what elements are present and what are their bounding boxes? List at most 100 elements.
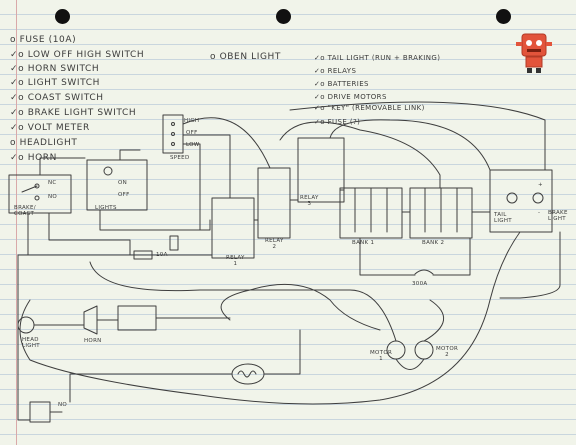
wire xyxy=(329,119,491,171)
checklist-item: ✓o DRIVE MOTORS xyxy=(314,93,387,101)
horn-switch-icon xyxy=(117,305,157,331)
switch-contact-icon xyxy=(171,122,175,126)
wire xyxy=(423,299,445,342)
item-text: COAST SWITCH xyxy=(27,93,104,103)
wire xyxy=(279,121,441,189)
brake-light-icon xyxy=(532,192,544,204)
checklist-item: ✓o RELAYS xyxy=(314,67,356,75)
switch-contact-icon xyxy=(171,132,175,136)
light-switch-icon xyxy=(86,159,148,211)
checklist-item: ✓o VOLT METER xyxy=(10,123,90,133)
wire xyxy=(182,134,231,199)
speed-switch-icon xyxy=(162,114,184,154)
checklist-item: o FUSE (10A) xyxy=(10,35,76,45)
wire xyxy=(220,283,381,331)
wire xyxy=(39,149,141,176)
bank-2-label: BANK 2 xyxy=(422,240,445,246)
check-mark: ✓o xyxy=(10,93,25,103)
off-label: OFF xyxy=(118,192,130,198)
tail-light-label: TAIL LIGHT xyxy=(494,212,512,224)
checklist-item: ✓o LIGHT SWITCH xyxy=(10,78,100,88)
on-label: ON xyxy=(118,180,128,186)
relay-1-label: RELAY 1 xyxy=(226,255,245,267)
wire xyxy=(89,261,397,342)
circuit-components xyxy=(8,114,553,423)
item-text: BRAKE LIGHT SWITCH xyxy=(27,108,137,118)
brake-coast-label: BRAKE/ COAST xyxy=(14,205,36,217)
motor-1-label: MOTOR 1 xyxy=(370,350,393,362)
no-label: NO xyxy=(48,194,58,200)
head-light-label: HEAD LIGHT xyxy=(22,337,40,349)
key-switch-icon xyxy=(29,401,51,423)
horn-label: HORN xyxy=(84,338,102,344)
wires xyxy=(17,101,561,421)
volt-meter-icon xyxy=(169,235,179,251)
fuse-10a-label: 10A xyxy=(156,252,168,258)
minus-label: - xyxy=(538,210,541,216)
wire xyxy=(17,254,213,421)
battery-cells-icon xyxy=(424,187,458,233)
check-mark: ✓o xyxy=(10,64,25,74)
check-mark: o xyxy=(10,138,17,148)
item-text: OBEN LIGHT xyxy=(219,52,282,62)
wire xyxy=(359,237,471,276)
tail-light-panel-icon xyxy=(489,169,553,233)
switch-contact-icon xyxy=(34,183,40,189)
wire xyxy=(69,329,301,403)
motor-2-label: MOTOR 2 xyxy=(436,346,459,358)
item-text: BATTERIES xyxy=(327,80,369,88)
check-mark: ✓o xyxy=(10,50,25,60)
speed-high-label: HIGH xyxy=(184,118,200,124)
check-mark: ✓o xyxy=(314,54,325,62)
relay-3-label: RELAY 3 xyxy=(300,195,319,207)
switch-contact-icon xyxy=(171,142,175,146)
relay-2-label: RELAY 2 xyxy=(265,238,284,250)
item-text: RELAYS xyxy=(327,67,357,75)
binder-hole xyxy=(496,9,511,24)
check-mark: ✓o xyxy=(10,108,25,118)
relay-1-icon xyxy=(211,197,255,259)
item-text: HORN SWITCH xyxy=(27,64,100,74)
checklist-item: ✓o BRAKE LIGHT SWITCH xyxy=(10,108,136,118)
wire xyxy=(499,231,561,299)
check-mark: ✓o xyxy=(314,67,325,75)
filament-icon xyxy=(237,370,257,378)
check-mark: ✓o xyxy=(10,78,25,88)
checklist-item: ✓o HORN SWITCH xyxy=(10,64,99,74)
check-mark: ✓o xyxy=(10,153,25,163)
wire xyxy=(289,101,546,171)
item-text: LOW OFF HIGH SWITCH xyxy=(27,50,145,60)
tail-light-icon xyxy=(506,192,518,204)
item-text: DRIVE MOTORS xyxy=(327,93,387,101)
checklist-item: o HEADLIGHT xyxy=(10,138,77,148)
horn-icon xyxy=(83,305,98,335)
robot-sticker-icon xyxy=(516,33,552,73)
key-no-label: NO xyxy=(58,402,68,408)
checklist-item: ✓o TAIL LIGHT (RUN + BRAKING) xyxy=(314,54,440,62)
item-text: FUSE (?) xyxy=(327,118,361,126)
plus-label: + xyxy=(538,182,543,188)
checklist-item: ✓o "KEY" (REMOVABLE LINK) xyxy=(314,104,425,112)
item-text: HEADLIGHT xyxy=(19,138,78,148)
item-text: LIGHT SWITCH xyxy=(27,78,100,88)
margin-line xyxy=(16,0,17,445)
fuse-300a-icon xyxy=(414,269,434,275)
oben-light-icon xyxy=(231,363,265,385)
checklist-item: ✓o LOW OFF HIGH SWITCH xyxy=(10,50,144,60)
wire xyxy=(33,317,231,326)
checklist-item: ✓o COAST SWITCH xyxy=(10,93,104,103)
lamp-symbol-icon xyxy=(103,166,113,176)
checklist-item-oben-light: o OBEN LIGHT xyxy=(210,52,281,62)
brake-light-label: BRAKE LIGHT xyxy=(548,210,568,222)
item-text: VOLT METER xyxy=(27,123,90,133)
nc-label: NC xyxy=(48,180,57,186)
battery-cells-icon xyxy=(354,187,388,233)
relay-2-icon xyxy=(257,167,291,239)
wire xyxy=(182,117,271,169)
wire xyxy=(99,209,211,231)
wire xyxy=(19,231,521,405)
wire xyxy=(182,143,201,231)
speed-off-label: OFF xyxy=(186,130,198,136)
speed-low-label: LOW xyxy=(186,142,200,148)
